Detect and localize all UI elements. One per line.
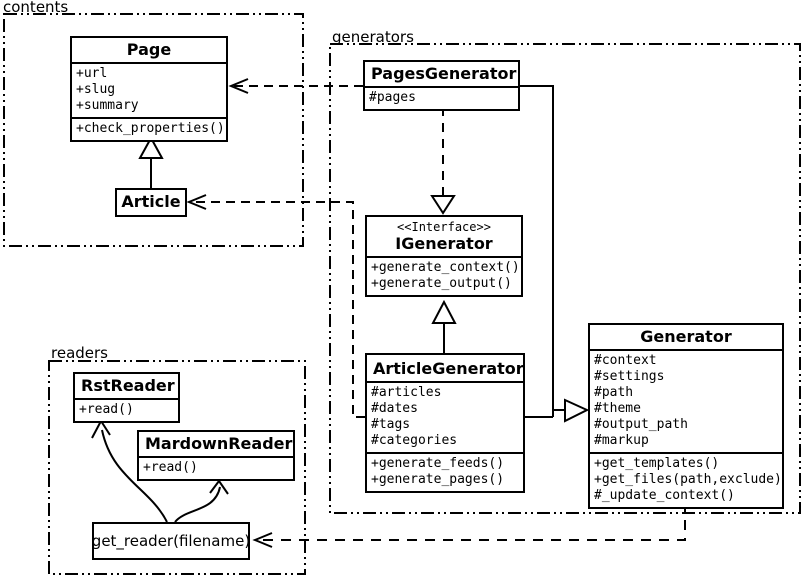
class-title: ArticleGenerator (373, 359, 524, 378)
method: +read() (143, 460, 198, 475)
attribute: #context (594, 353, 657, 368)
stereotype-label: <<Interface>> (397, 220, 491, 234)
method: +generate_context() (371, 260, 520, 275)
attribute: #path (594, 385, 634, 400)
attribute: #dates (371, 401, 418, 416)
class-title: Generator (640, 327, 732, 346)
class-title: Page (126, 40, 172, 59)
class-title: IGenerator (395, 234, 493, 253)
package-label-contents: contents (3, 0, 69, 16)
class-rstreader: RstReader +read() (73, 372, 180, 423)
open-arrowhead-icon (252, 532, 273, 548)
attribute: +summary (76, 98, 139, 113)
attribute: #output_path (594, 417, 688, 432)
method: +generate_pages() (371, 472, 505, 487)
dependency-line-articlegenerator-article (192, 201, 365, 418)
attribute: #categories (371, 433, 458, 448)
class-pagesgenerator: PagesGenerator #pages (363, 60, 520, 111)
class-title: Article (121, 192, 181, 211)
class-mardownreader: MardownReader +read() (137, 430, 295, 481)
method: +read() (79, 402, 134, 417)
function-get-reader: get_reader(filename) (92, 522, 250, 560)
class-title: PagesGenerator (371, 64, 517, 83)
methods-compartment: +read() (75, 398, 178, 421)
package-frame-readers (48, 360, 306, 575)
function-label: get_reader(filename) (91, 532, 251, 550)
method: +generate_feeds() (371, 456, 505, 471)
arrow-line-getreader-rstreader (101, 429, 168, 523)
methods-compartment: +read() (139, 456, 293, 479)
class-article: Article (115, 188, 187, 217)
method: +generate_output() (371, 276, 512, 291)
arrow-line-getreader-mardownreader (174, 486, 221, 523)
attributes-compartment: #context #settings #path #theme #output_… (590, 349, 782, 452)
inheritance-line-pagesgenerator-generator (520, 85, 554, 417)
attributes-compartment: +url +slug +summary (72, 62, 226, 117)
methods-compartment: +get_templates() +get_files(path,exclude… (590, 452, 782, 507)
attributes-compartment: #pages (365, 86, 518, 109)
class-title: RstReader (81, 376, 175, 395)
hollow-triangle-icon (431, 299, 457, 324)
attribute: #settings (594, 369, 665, 384)
method: +check_properties() (76, 121, 225, 136)
open-arrowhead-icon (228, 78, 249, 94)
attributes-compartment: #articles #dates #tags #categories (367, 381, 523, 452)
class-generator: Generator #context #settings #path #them… (588, 323, 784, 509)
hollow-triangle-icon (564, 398, 590, 423)
method: +get_files(path,exclude) (594, 472, 782, 487)
attribute: #theme (594, 401, 641, 416)
open-arrowhead-icon (209, 479, 229, 495)
attribute: +url (76, 66, 108, 81)
attribute: #tags (371, 417, 411, 432)
class-title: MardownReader (145, 434, 293, 453)
inheritance-line-articlegenerator-generator (525, 409, 565, 418)
method: +get_templates() (594, 456, 720, 471)
class-page: Page +url +slug +summary +check_properti… (70, 36, 228, 142)
attribute: +slug (76, 82, 116, 97)
methods-compartment: +generate_feeds() +generate_pages() (367, 452, 523, 491)
hollow-triangle-icon (430, 195, 456, 215)
class-articlegenerator: ArticleGenerator #articles #dates #tags … (365, 353, 525, 493)
package-label-generators: generators (332, 28, 414, 46)
methods-compartment: +check_properties() (72, 117, 226, 140)
open-arrowhead-icon (186, 194, 207, 210)
package-label-readers: readers (51, 344, 108, 362)
class-igenerator: <<Interface>> IGenerator +generate_conte… (365, 215, 523, 297)
method: #_update_context() (594, 488, 735, 503)
package-frame-contents (3, 13, 304, 247)
dependency-line-generator-getreader (259, 502, 686, 541)
attribute: #pages (369, 90, 416, 105)
attribute: #markup (594, 433, 649, 448)
open-arrowhead-icon (91, 419, 111, 439)
hollow-triangle-icon (138, 135, 164, 159)
methods-compartment: +generate_context() +generate_output() (367, 256, 521, 295)
package-frame-generators (329, 43, 801, 514)
attribute: #articles (371, 385, 442, 400)
